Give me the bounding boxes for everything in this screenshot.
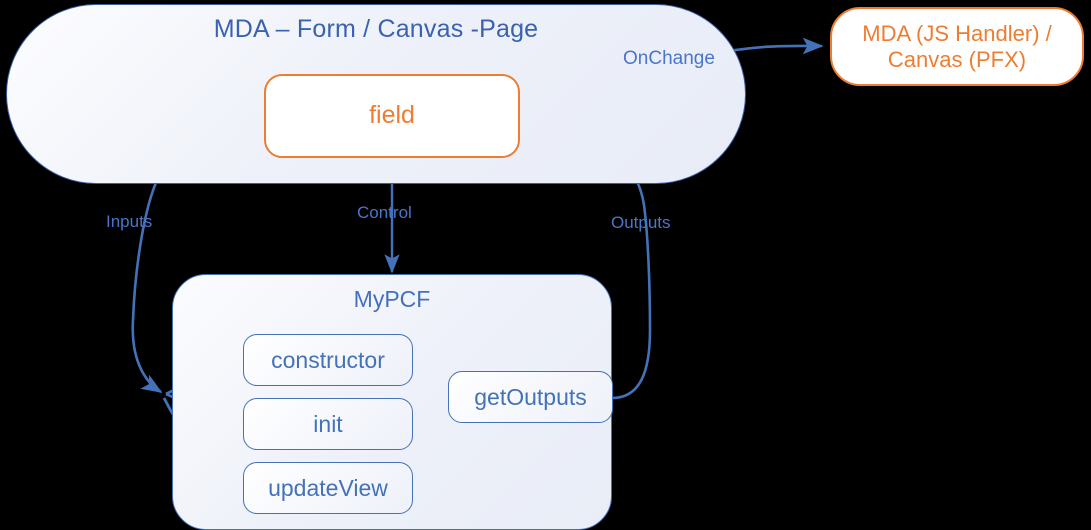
method-updateview-box[interactable]: updateView <box>243 462 413 514</box>
field-box-label: field <box>369 101 415 130</box>
method-constructor-box[interactable]: constructor <box>243 334 413 386</box>
handler-box-line1: MDA (JS Handler) / <box>862 20 1052 46</box>
handler-box-line2: Canvas (PFX) <box>887 46 1027 72</box>
method-getoutputs-label: getOutputs <box>474 383 587 410</box>
method-init-box[interactable]: init <box>243 398 413 450</box>
mypcf-title: MyPCF <box>353 286 431 312</box>
method-getoutputs-box[interactable]: getOutputs <box>448 371 613 423</box>
edge-label-outputs: Outputs <box>611 213 671 232</box>
method-constructor-label: constructor <box>271 346 385 373</box>
method-updateview-label: updateView <box>268 474 388 501</box>
edge-label-onchange: OnChange <box>623 48 715 69</box>
mda-container-title: MDA – Form / Canvas -Page <box>213 15 539 43</box>
mda-js-handler-canvas-pfx-box[interactable]: MDA (JS Handler) / Canvas (PFX) <box>830 7 1084 86</box>
method-init-label: init <box>313 410 343 437</box>
edge-label-control: Control <box>357 203 412 222</box>
edge-label-inputs: Inputs <box>106 212 153 231</box>
field-box[interactable]: field <box>264 74 520 158</box>
